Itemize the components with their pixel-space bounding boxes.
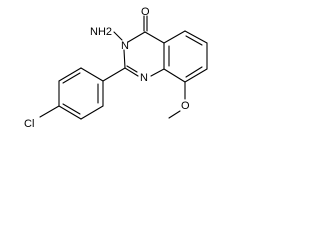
- amino-label: NH2: [90, 26, 112, 38]
- bond-benzo-inner-2: [185, 66, 203, 78]
- bond-ph-5-6: [80, 105, 104, 120]
- atom-labels: NH2 N O N O Cl: [24, 6, 190, 130]
- bond-benzo-inner-1: [185, 35, 203, 46]
- bond-ph-1-2: [80, 67, 104, 82]
- bond-c7-c8: [184, 68, 208, 83]
- bond-omethoxy-ch3: [168, 110, 181, 119]
- bond-c5-c6: [184, 30, 208, 44]
- bond-n3-c4: [127, 31, 146, 43]
- bond-ph-inner-1: [62, 72, 81, 84]
- bond-ph-inner-2: [62, 103, 81, 115]
- bond-n1-c2-a: [124, 67, 139, 77]
- bond-ph-cl: [39, 105, 60, 118]
- chlorine-label: Cl: [24, 118, 34, 130]
- methoxy-oxygen-label: O: [181, 100, 190, 112]
- carbonyl-oxygen-label: O: [141, 6, 150, 18]
- bond-c2-n3: [123, 49, 126, 69]
- bond-ph-2-3: [58, 67, 82, 82]
- n1-label: N: [140, 72, 148, 84]
- bond-c8-c8a: [163, 68, 186, 83]
- n3-label: N: [121, 40, 129, 52]
- chemical-structure: NH2 N O N O Cl: [24, 6, 208, 130]
- bond-c8a-n1: [150, 68, 165, 77]
- bonds: [39, 15, 208, 120]
- bond-n3-nh2: [113, 31, 123, 41]
- bond-c4a-c5: [163, 30, 186, 44]
- bond-ph-4-5: [58, 105, 82, 120]
- bond-c2-phenyl: [102, 67, 126, 82]
- bond-c4-c4a: [144, 31, 165, 44]
- bond-n1-c2-b: [126, 65, 138, 73]
